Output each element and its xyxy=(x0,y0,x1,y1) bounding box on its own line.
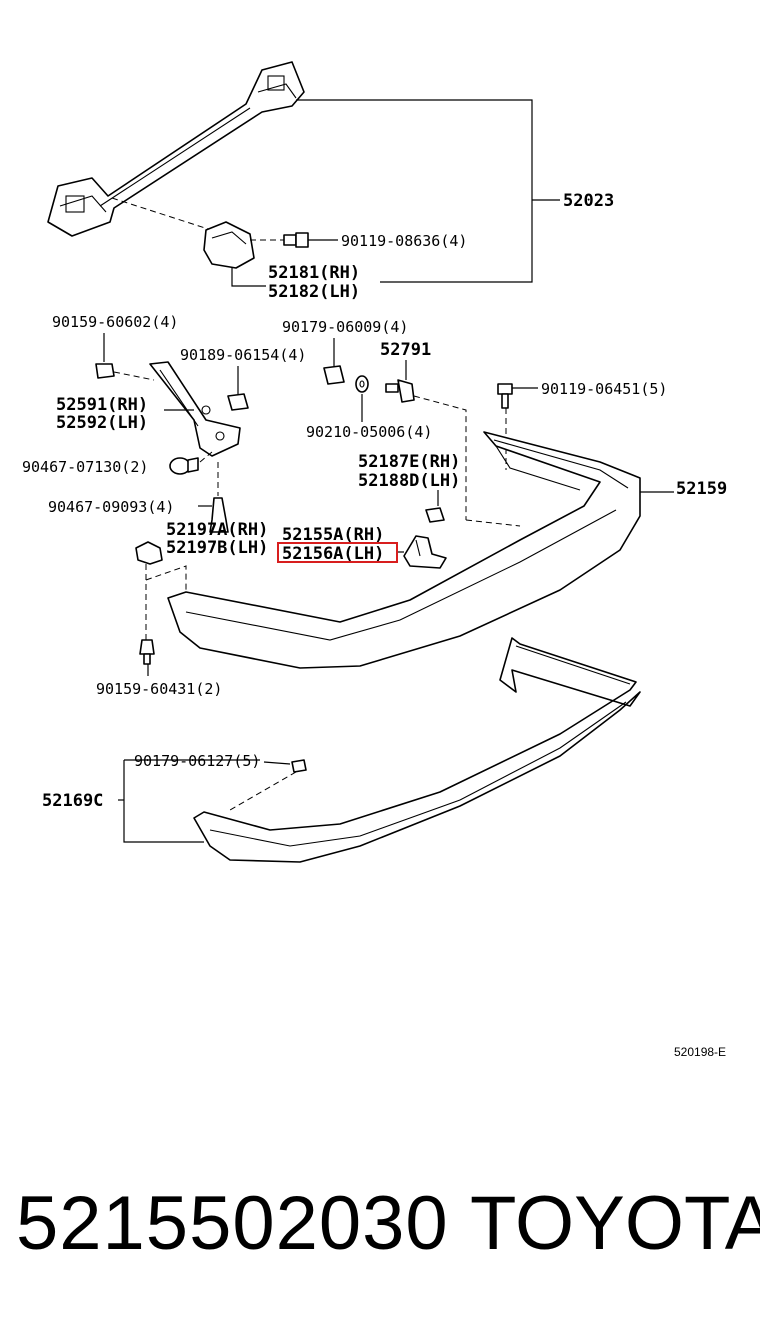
label-90119-06451: 90119-06451(5) xyxy=(541,380,667,398)
clip-90159-60602 xyxy=(95,363,115,379)
nut-90189-06154 xyxy=(227,393,249,411)
drawing-code: 520198-E xyxy=(674,1045,726,1059)
label-52188D: 52188D(LH) xyxy=(358,471,460,491)
highlight-52156A xyxy=(277,542,398,563)
bolt-90119-08636 xyxy=(283,232,309,248)
footer: 5215502030 TOYOTA xyxy=(0,1180,760,1290)
label-52156A: 52156A(LH) xyxy=(282,544,384,564)
nut-90179-06009 xyxy=(323,365,345,385)
label-90159-60431: 90159-60431(2) xyxy=(96,680,222,698)
label-52169C: 52169C xyxy=(42,791,103,811)
clip-90179-06127 xyxy=(291,759,307,773)
label-90467-07130: 90467-07130(2) xyxy=(22,458,148,476)
clip-90159-60431 xyxy=(139,639,155,665)
label-90179-06127: 90179-06127(5) xyxy=(134,752,260,770)
reinforcement-bar xyxy=(47,61,305,237)
label-52591: 52591(RH) xyxy=(56,395,148,415)
label-90159-60602: 90159-60602(4) xyxy=(52,313,178,331)
label-90179-06009: 90179-06009(4) xyxy=(282,318,408,336)
parts-diagram: 90119-08636(4) 52181(RH) 52182(LH) 52023… xyxy=(22,61,727,1059)
label-52155A: 52155A(RH) xyxy=(282,525,384,545)
label-90467-09093: 90467-09093(4) xyxy=(48,498,174,516)
bracket-52181 xyxy=(203,221,255,269)
bolt-90119-06451 xyxy=(497,383,513,409)
lower-cover-52169C xyxy=(193,637,641,863)
clip-90467-07130 xyxy=(169,457,199,475)
side-bracket-52591 xyxy=(149,361,241,457)
label-52187E: 52187E(RH) xyxy=(358,452,460,472)
label-52197A: 52197A(RH) xyxy=(166,520,268,540)
label-52197B: 52197B(LH) xyxy=(166,538,268,558)
label-90119-08636: 90119-08636(4) xyxy=(341,232,467,250)
pin-52791 xyxy=(385,379,415,403)
retainer-52155A xyxy=(403,535,447,569)
label-52181: 52181(RH) xyxy=(268,263,360,283)
part-number: 5215502030 xyxy=(16,1181,449,1266)
label-52159: 52159 xyxy=(676,479,727,499)
clip-90467-09093 xyxy=(209,497,229,533)
bumper-cover-52159 xyxy=(167,431,641,669)
label-52023: 52023 xyxy=(563,191,614,211)
retainer-52197 xyxy=(135,541,163,565)
label-52592: 52592(LH) xyxy=(56,413,148,433)
clip-52187E xyxy=(425,507,445,523)
label-52182: 52182(LH) xyxy=(268,282,360,302)
label-90189-06154: 90189-06154(4) xyxy=(180,346,306,364)
label-90210-05006: 90210-05006(4) xyxy=(306,423,432,441)
label-52791: 52791 xyxy=(380,340,431,360)
washer-90210-05006 xyxy=(355,375,369,393)
brand-name: TOYOTA xyxy=(470,1181,760,1266)
